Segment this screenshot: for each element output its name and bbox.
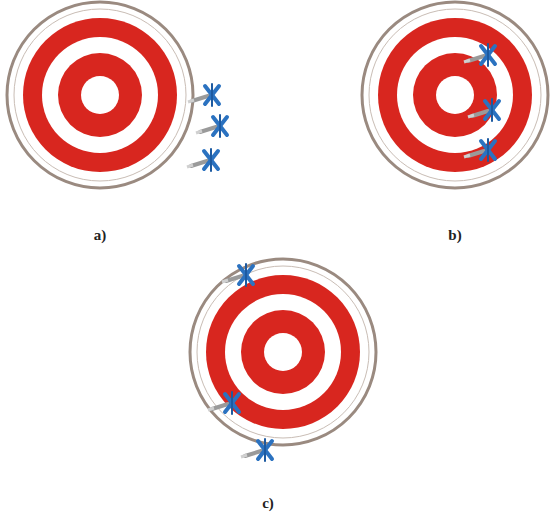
subfigure-label: b) [435,226,475,244]
subfigure-label: a) [80,226,120,244]
subfigure-label: c) [248,494,288,512]
target-c [190,259,376,461]
target-a [7,2,227,188]
target-b [362,2,548,188]
